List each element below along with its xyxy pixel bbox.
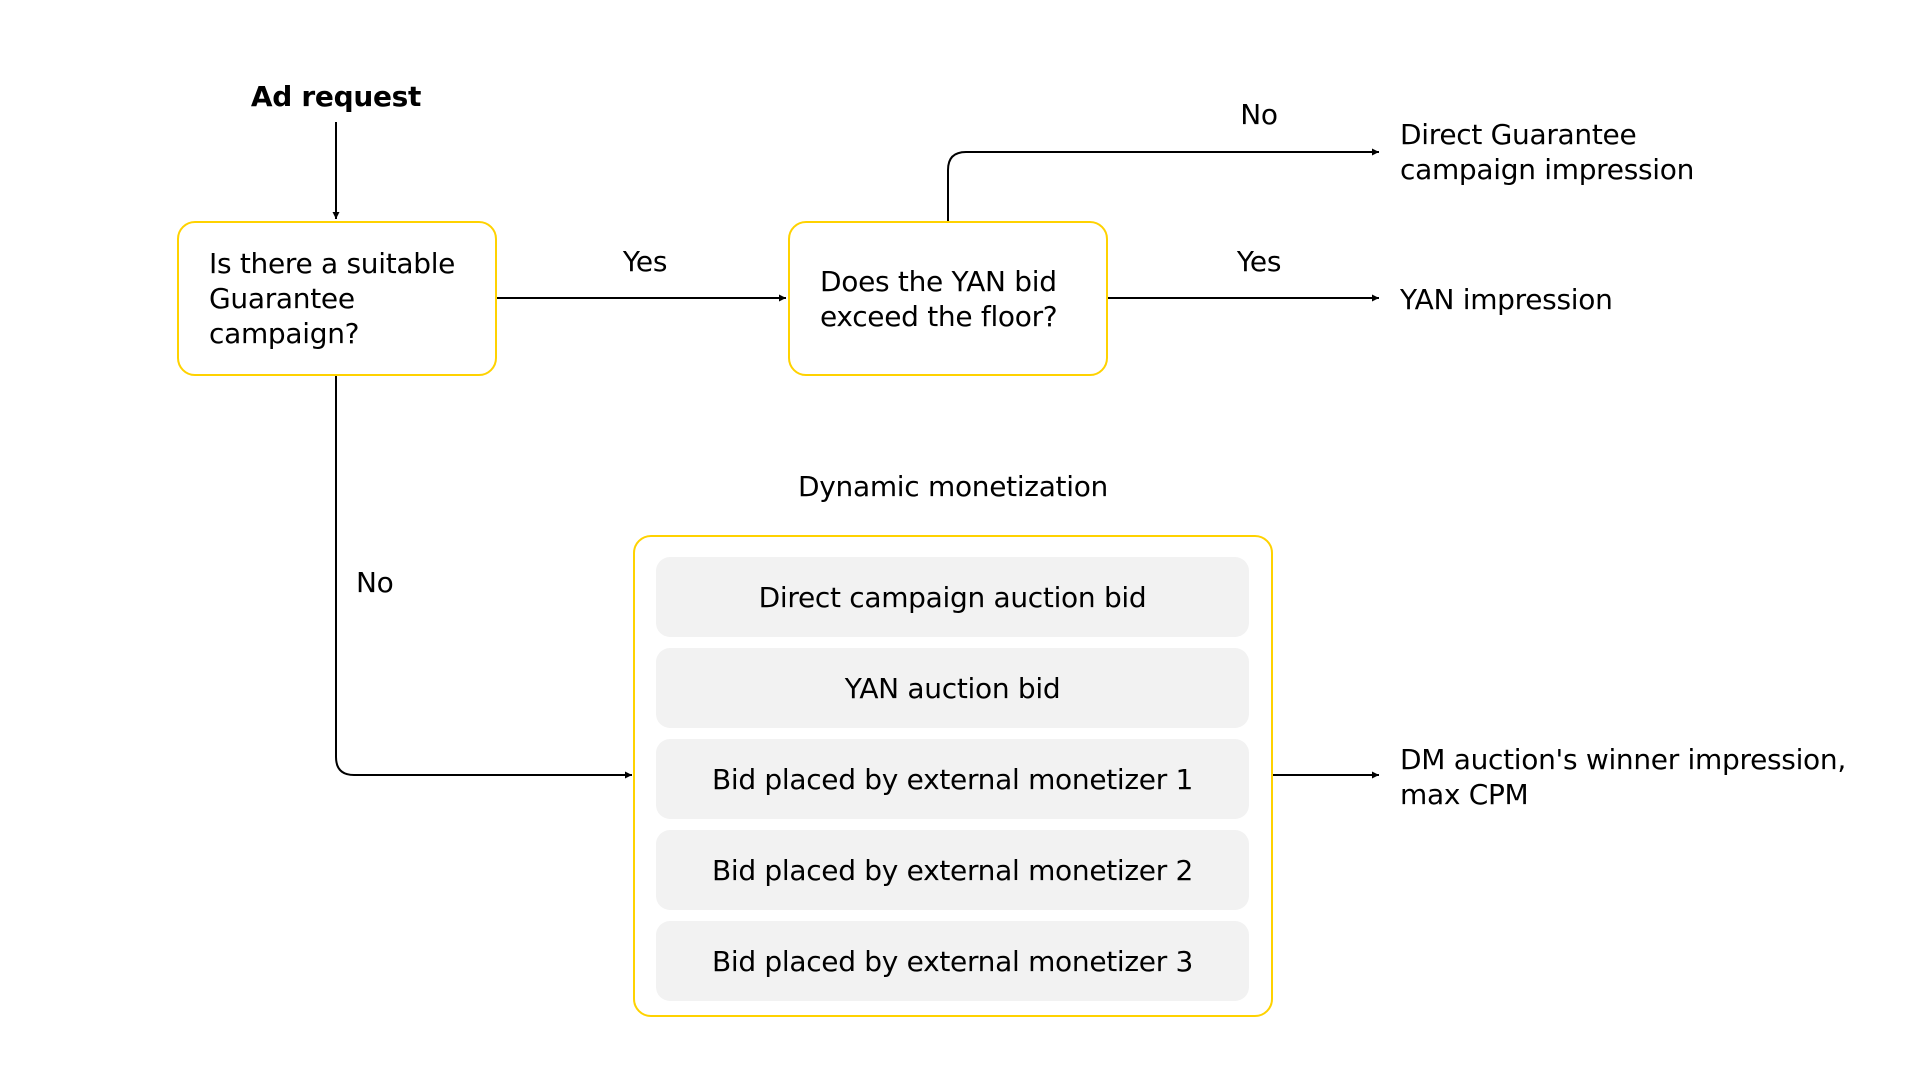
dm-bid-yan-auction: YAN auction bid — [656, 648, 1249, 728]
outcome-dm-winner: DM auction's winner impression, max CPM — [1400, 742, 1846, 812]
outcome-dm-winner-line-1: DM auction's winner impression, — [1400, 743, 1846, 776]
edge-label-floor-no: No — [1240, 98, 1278, 131]
outcome-yan-impression: YAN impression — [1400, 282, 1613, 317]
decision-yan-floor-line-2: exceed the floor? — [820, 299, 1058, 333]
decision-guarantee-line-3: campaign? — [209, 317, 360, 350]
outcome-direct-guarantee: Direct Guarantee campaign impression — [1400, 117, 1694, 187]
decision-guarantee-text: Is there a suitable Guarantee campaign? — [209, 246, 455, 351]
decision-guarantee-line-1: Is there a suitable — [209, 247, 456, 280]
edge-label-floor-yes: Yes — [1236, 245, 1282, 278]
arrow-guarantee-no — [335, 376, 632, 779]
dm-bid-external-2: Bid placed by external monetizer 2 — [656, 830, 1249, 910]
dm-title: Dynamic monetization — [797, 470, 1108, 503]
outcome-direct-guarantee-line-2: campaign impression — [1400, 153, 1695, 186]
outcome-yan-impression-line-1: YAN impression — [1400, 283, 1613, 316]
edge-label-guarantee-yes: Yes — [622, 245, 668, 278]
dm-bid-external-3: Bid placed by external monetizer 3 — [656, 921, 1249, 1001]
outcome-direct-guarantee-line-1: Direct Guarantee — [1400, 118, 1637, 151]
decision-yan-floor-line-1: Does the YAN bid — [820, 264, 1057, 298]
decision-guarantee-campaign: Is there a suitable Guarantee campaign? — [177, 221, 497, 376]
arrow-floor-no — [947, 148, 1379, 221]
decision-guarantee-line-2: Guarantee — [209, 282, 355, 315]
decision-yan-floor: Does the YAN bid exceed the floor? — [788, 221, 1108, 376]
dm-bid-external-1: Bid placed by external monetizer 1 — [656, 739, 1249, 819]
decision-yan-floor-text: Does the YAN bid exceed the floor? — [820, 264, 1058, 334]
dm-container: Direct campaign auction bid YAN auction … — [633, 535, 1273, 1017]
dm-bid-direct-campaign: Direct campaign auction bid — [656, 557, 1249, 637]
outcome-dm-winner-line-2: max CPM — [1400, 778, 1529, 811]
edge-label-guarantee-no: No — [356, 566, 394, 599]
start-label-ad-request: Ad request — [250, 80, 422, 113]
